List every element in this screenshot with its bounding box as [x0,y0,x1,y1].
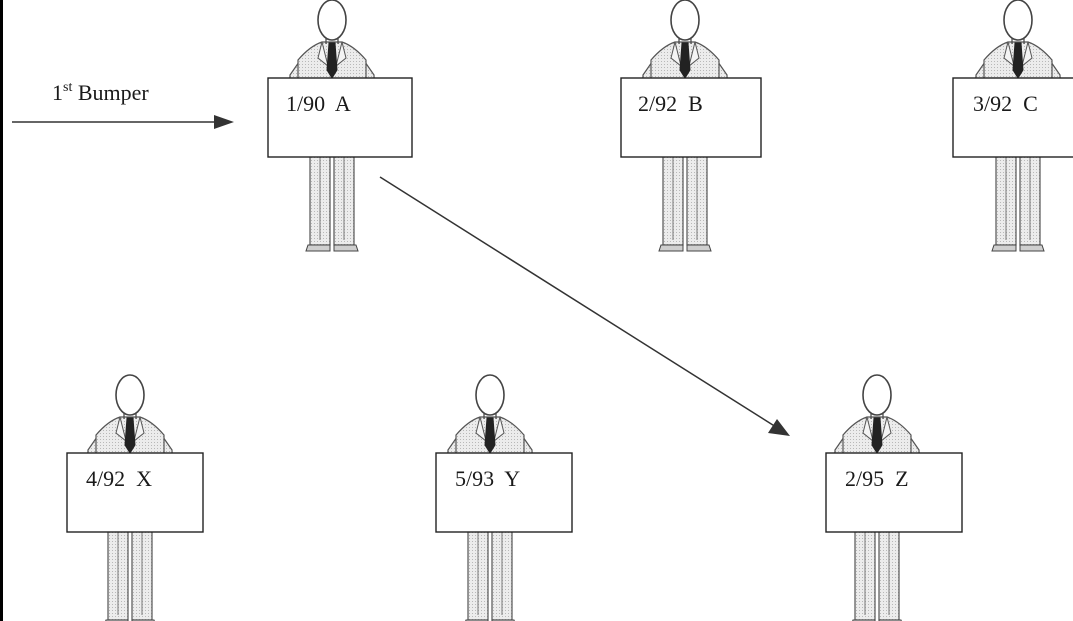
sign-z [825,452,963,533]
sign-x-text: 4/92 X [86,466,152,491]
person-b: 2/92 B [620,0,762,252]
sign-b [620,77,762,158]
sign-z-text: 2/95 Z [845,466,909,491]
person-z: 2/95 Z [825,374,963,621]
sign-x [66,452,204,533]
first-bumper-number: 1 [52,80,63,105]
person-c: 3/92 C [952,0,1073,252]
person-y: 5/93 Y [435,374,573,621]
sign-c [952,77,1073,158]
sign-y-text: 5/93 Y [455,466,520,491]
first-bumper-label: 1st Bumper [52,80,149,105]
sign-a-text: 1/90 A [286,91,351,116]
first-bumper-word: Bumper [72,80,149,105]
sign-y [435,452,573,533]
person-a: 1/90 A [267,0,413,252]
sign-b-text: 2/92 B [638,91,703,116]
arrow-a-to-z [379,176,790,436]
person-x: 4/92 X [66,374,204,621]
sign-a [267,77,413,158]
arrow-bumper-to-a [12,115,234,129]
sign-c-text: 3/92 C [973,91,1038,116]
first-bumper-superscript: st [63,80,72,95]
